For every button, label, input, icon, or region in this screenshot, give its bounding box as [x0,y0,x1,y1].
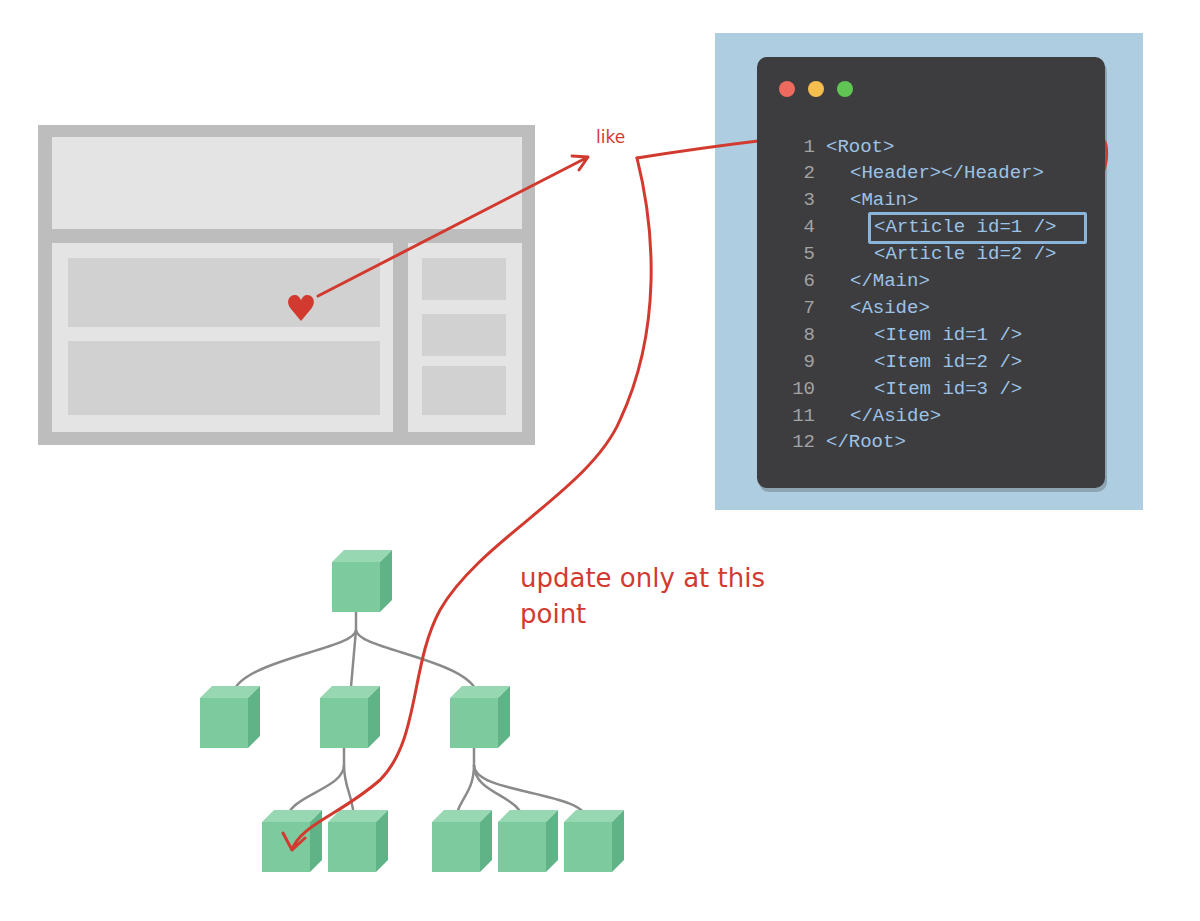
code-line: <Article id=2 /> [874,241,1056,268]
wireframe [38,125,535,445]
heart-icon [288,295,314,321]
code-line: <Aside> [850,295,930,322]
code-line: <Item id=1 /> [874,322,1022,349]
code-line: </Root> [826,429,906,456]
code-line: <Article id=1 /> [874,214,1084,241]
code-line: </Aside> [850,403,941,430]
flow-curve [283,158,651,850]
line-number: 3 [780,187,815,214]
highlight-box: <Article id=1 /> [868,212,1087,244]
line-number: 10 [780,376,815,403]
window-button [837,81,853,97]
line-number: 2 [780,160,815,187]
code-line: <Main> [850,187,918,214]
line-number: 8 [780,322,815,349]
code-line: <Item id=2 /> [874,349,1022,376]
code-line: <Header></Header> [850,160,1044,187]
like-arrow [318,156,588,296]
editor-backdrop [715,33,1143,510]
code-line: <Root> [826,134,894,161]
action-label: like [596,127,625,147]
line-number: 9 [780,349,815,376]
annotation-note: update only at this point [520,560,780,632]
line-number: 4 [780,214,815,241]
line-number: 11 [780,403,815,430]
line-number: 7 [780,295,815,322]
window-button [808,81,824,97]
code-line: <Item id=3 /> [874,376,1022,403]
line-number: 1 [780,134,815,161]
line-number: 12 [780,429,815,456]
window-button [779,81,795,97]
code-line: </Main> [850,268,930,295]
line-number: 6 [780,268,815,295]
line-number: 5 [780,241,815,268]
